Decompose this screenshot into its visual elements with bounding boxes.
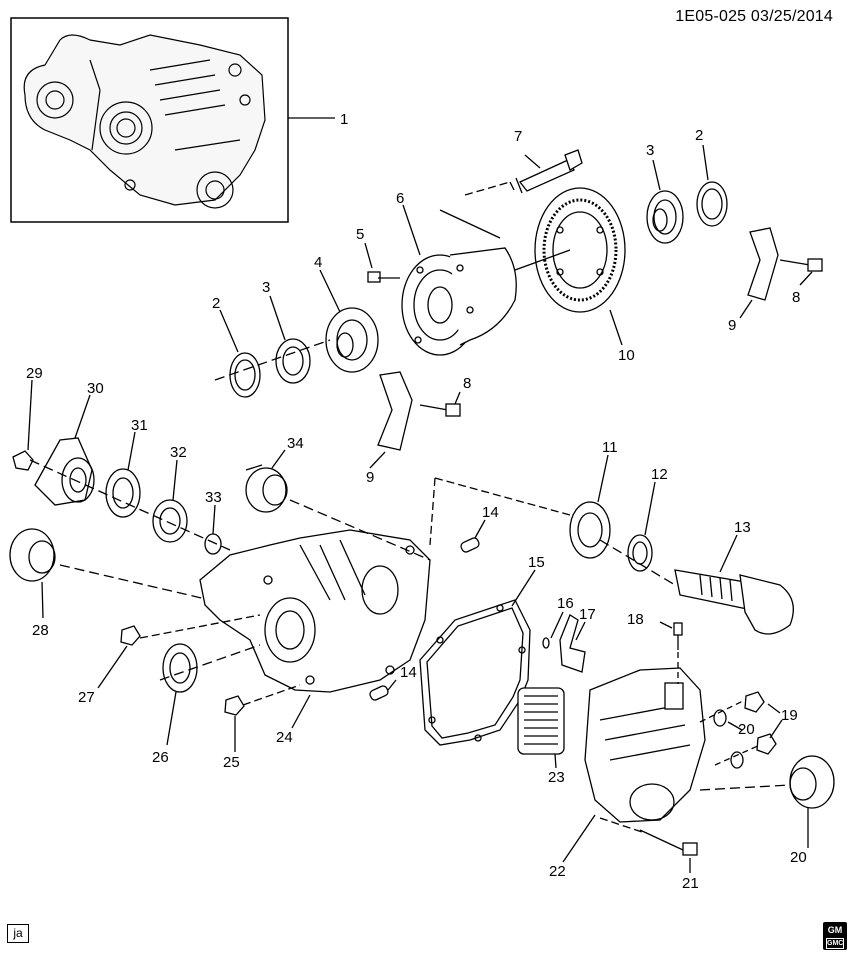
callout-1: 1 — [340, 111, 348, 128]
assembled-differential-drawing — [23, 34, 266, 209]
spacer-34 — [204, 533, 222, 555]
pinion-13 — [674, 569, 794, 635]
bushing-35 — [245, 464, 288, 513]
cover-23 — [584, 667, 706, 823]
callout-33: 32 — [170, 444, 187, 461]
callout-16: 16 — [557, 595, 574, 612]
nut-30 — [12, 450, 34, 471]
washer-20-lower — [730, 751, 744, 769]
callout-14-lower: 14 — [400, 664, 417, 681]
document-id: 1E05-025 03/25/2014 — [675, 8, 833, 25]
bolt-16 — [542, 637, 550, 649]
callout-14-upper: 14 — [482, 504, 499, 521]
initials-box: ja — [7, 924, 29, 943]
callout-11: 11 — [602, 439, 618, 456]
callout-8-upper: 8 — [792, 289, 800, 306]
callout-23: 22 — [549, 863, 566, 880]
seal-32 — [105, 468, 141, 518]
callout-13: 13 — [734, 519, 751, 536]
callout-15: 15 — [528, 554, 545, 571]
gasket-15 — [419, 599, 531, 746]
callout-29: 28 — [32, 622, 49, 639]
callout-9-lower: 9 — [366, 469, 374, 486]
callout-7: 7 — [514, 128, 522, 145]
callout-8-lower: 8 — [463, 375, 471, 392]
callout-18: 18 — [627, 611, 644, 628]
callout-labels: 1 2 2 3 3 4 5 6 7 8 8 9 9 10 11 12 13 14… — [26, 111, 807, 892]
plug-19-upper — [744, 691, 765, 713]
pin-14-upper — [460, 537, 480, 553]
callout-19: 19 — [781, 707, 798, 724]
bearing-3-left — [275, 338, 311, 384]
callout-30: 29 — [26, 365, 43, 382]
filter-24 — [517, 687, 565, 755]
callout-2-upper: 2 — [695, 127, 703, 144]
housing-25 — [199, 529, 431, 693]
callout-28: 27 — [78, 689, 95, 706]
callout-24: 23 — [548, 769, 565, 786]
callout-21: 20 — [790, 849, 807, 866]
bearing-cap-9-lower — [377, 371, 413, 451]
bolt-22 — [639, 829, 698, 856]
plug-28 — [120, 625, 141, 646]
gm-logo-sub: GMC — [826, 938, 844, 949]
pin-14-lower — [369, 685, 389, 701]
plug-26 — [224, 695, 245, 716]
callout-2-left: 2 — [212, 295, 220, 312]
callout-34: 33 — [205, 489, 222, 506]
ring-gear-10 — [534, 187, 626, 313]
callout-3-upper: 3 — [646, 142, 654, 159]
flange-31 — [34, 437, 95, 506]
callout-9-upper: 9 — [728, 317, 736, 334]
vent-18 — [673, 622, 683, 650]
callout-5: 5 — [356, 226, 364, 243]
callout-35: 34 — [287, 435, 304, 452]
bearing-4 — [325, 307, 379, 373]
callout-27: 26 — [152, 749, 169, 766]
callout-22: 21 — [682, 875, 699, 892]
seal-27 — [162, 643, 198, 693]
bolt-8-upper — [779, 258, 823, 272]
callout-26: 25 — [223, 754, 240, 771]
callout-17: 17 — [579, 606, 596, 623]
shim-12 — [627, 534, 653, 572]
bearing-33 — [152, 499, 188, 543]
callout-12: 12 — [651, 466, 668, 483]
gm-logo-text: GM — [827, 925, 843, 935]
bushing-21 — [789, 755, 835, 809]
bearing-3-upper — [646, 190, 684, 244]
bearing-cap-9-upper — [747, 227, 779, 301]
gm-logo: GM GMC — [823, 922, 847, 950]
bolt-5 — [367, 271, 400, 283]
callout-4: 4 — [314, 254, 322, 271]
shim-2-left — [229, 352, 261, 398]
callout-10: 10 — [618, 347, 635, 364]
bushing-29 — [9, 528, 56, 582]
bearing-11 — [569, 501, 611, 559]
shim-2-upper — [696, 181, 728, 227]
callout-3-left: 3 — [262, 279, 270, 296]
callout-25: 24 — [276, 729, 293, 746]
bracket-17 — [559, 614, 586, 673]
callout-6: 6 — [396, 190, 404, 207]
bolt-8-lower — [419, 403, 461, 417]
callout-32: 31 — [131, 417, 148, 434]
callout-31: 30 — [87, 380, 104, 397]
bolt-7 — [509, 149, 583, 194]
differential-case-6 — [401, 247, 517, 356]
plug-19-lower — [756, 733, 777, 755]
callout-20-upper: 20 — [738, 721, 755, 738]
washer-20-upper — [713, 709, 727, 727]
